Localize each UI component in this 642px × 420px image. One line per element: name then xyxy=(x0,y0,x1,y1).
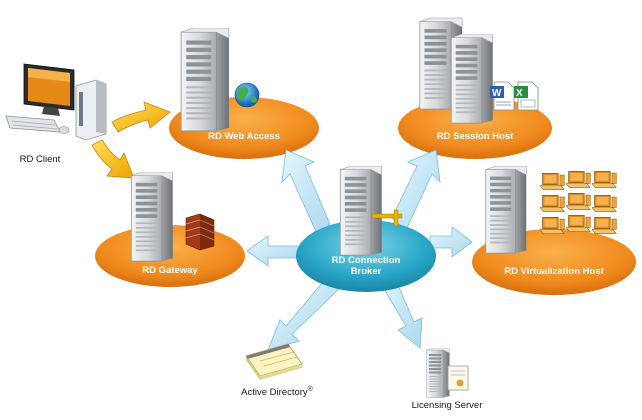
rd-gateway-label: RD Gateway xyxy=(142,265,198,276)
active-directory-label-text: Active Directory xyxy=(241,387,308,399)
rd-session-host-ellipse xyxy=(398,97,552,159)
office-documents-icon: W X xyxy=(490,81,539,111)
word-document-icon: W xyxy=(490,81,515,111)
rd-virtualization-host-label: RD Virtualization Host xyxy=(504,266,604,277)
virtual-desktops-icon xyxy=(540,170,617,235)
excel-document-icon: X xyxy=(514,81,539,111)
rd-connection-broker-label-line2: Broker xyxy=(350,266,382,277)
rd-web-access-label: RD Web Access xyxy=(208,131,280,142)
broker-to-session-host-arrow xyxy=(391,149,441,231)
rd-connection-broker-label-line1: RD Connection xyxy=(331,255,401,266)
rd-web-access-server-icon xyxy=(180,28,230,132)
active-directory-label: Active Directory® xyxy=(222,384,332,398)
rd-virtualization-server-icon xyxy=(485,166,527,254)
rd-gateway-server-icon xyxy=(130,172,174,262)
broker-to-web-access-arrow xyxy=(281,149,331,237)
registered-mark: ® xyxy=(307,386,313,393)
notepad-icon xyxy=(245,343,303,380)
svg-text:X: X xyxy=(516,88,523,99)
licensing-server-icon xyxy=(426,348,450,398)
svg-text:W: W xyxy=(492,88,502,99)
certificate-icon xyxy=(447,365,469,391)
client-to-web-access-arrow xyxy=(111,101,171,133)
broker-to-active-directory-arrow xyxy=(267,275,341,351)
desktop-computer-icon xyxy=(5,63,107,141)
broker-connector-plug-icon xyxy=(371,209,403,227)
rd-connection-broker-server-icon xyxy=(339,166,383,256)
globe-icon xyxy=(234,82,260,108)
broker-to-virtualization-arrow xyxy=(429,226,473,258)
rd-session-host-label: RD Session Host xyxy=(436,131,514,142)
broker-connector-arrows xyxy=(246,149,473,351)
rd-session-host-server-icon-front xyxy=(450,34,494,124)
rd-client-label: RD Client xyxy=(19,154,61,165)
licensing-server-label: Licensing Server xyxy=(411,400,483,411)
broker-to-gateway-arrow xyxy=(246,235,301,267)
rd-connection-broker-ellipse xyxy=(296,220,436,292)
brick-firewall-icon xyxy=(185,213,215,251)
client-to-gateway-arrow xyxy=(91,139,135,179)
